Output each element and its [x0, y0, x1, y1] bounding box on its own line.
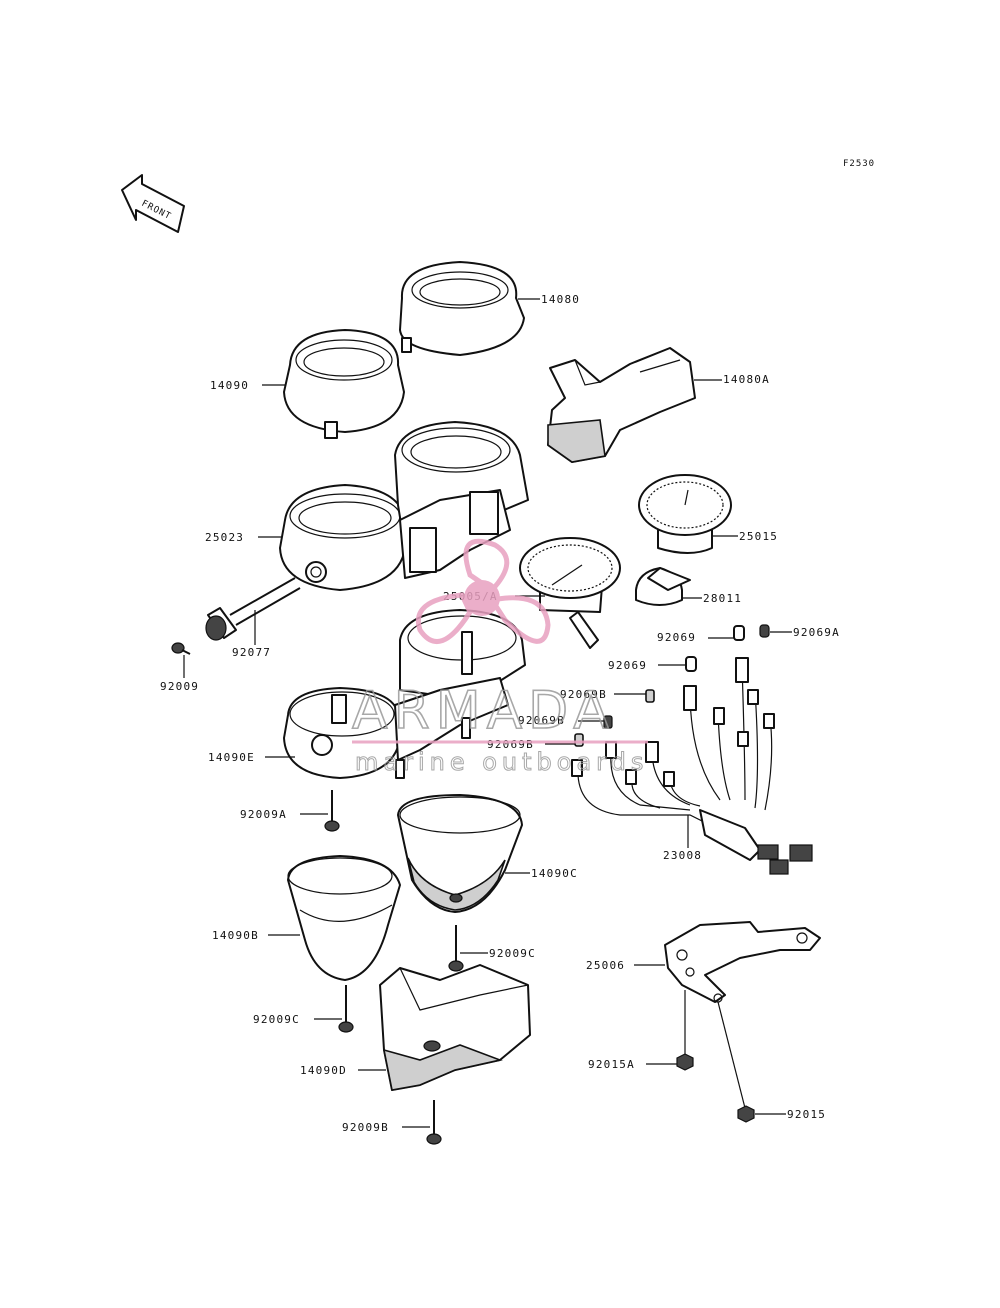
label-92069B-1: 92069B: [560, 688, 607, 701]
screw-92009B: [426, 1100, 442, 1145]
cover-ring-14090: [283, 329, 405, 439]
label-92069B-2: 92069B: [518, 714, 565, 727]
label-92009B: 92009B: [342, 1121, 389, 1134]
front-arrow-icon: FRONT: [121, 174, 185, 233]
nut-92015A: [676, 990, 694, 1071]
label-92069A: 92069A: [793, 626, 840, 639]
label-92009C-1: 92009C: [489, 947, 536, 960]
label-14080A: 14080A: [723, 373, 770, 386]
label-14090D: 14090D: [300, 1064, 347, 1077]
meter-case-25023: [279, 421, 529, 591]
knob-92077: [205, 577, 301, 641]
label-92009C-2: 92009C: [253, 1013, 300, 1026]
label-14090C: 14090C: [531, 867, 578, 880]
wire-harness-23008: [571, 657, 813, 875]
label-92015: 92015: [787, 1108, 826, 1121]
bulb-92069B-1: [645, 689, 655, 703]
screw-92009A: [324, 790, 340, 832]
label-25006: 25006: [586, 959, 625, 972]
nut-92015: [717, 1001, 755, 1123]
speedometer-25005A: [519, 537, 621, 649]
label-92009: 92009: [160, 680, 199, 693]
label-14090: 14090: [210, 379, 249, 392]
label-92069-1: 92069: [657, 631, 696, 644]
tachometer-25015: [638, 474, 732, 554]
lower-cover-14090B: [287, 855, 401, 981]
indicator-28011: [635, 567, 691, 606]
bracket-cover-14080A: [547, 347, 696, 463]
bulb-92069A: [759, 624, 770, 638]
screw-92009C-2: [338, 985, 354, 1033]
cover-ring-14080: [399, 261, 525, 356]
figure-code: F2530: [843, 159, 875, 169]
watermark-brand: ARMADA: [352, 681, 615, 741]
watermark-propeller-icon: [416, 538, 551, 644]
bulb-92069-1: [733, 625, 745, 641]
lower-housing: [283, 609, 526, 779]
label-25023: 25023: [205, 531, 244, 544]
bulb-92069-2: [685, 656, 697, 672]
screw-92009C-1: [448, 925, 464, 972]
label-28011: 28011: [703, 592, 742, 605]
lower-cover-14090C: [397, 794, 523, 913]
watermark-tagline: marine outboards: [355, 748, 648, 776]
bottom-cover-14090D: [379, 964, 531, 1091]
label-25015: 25015: [739, 530, 778, 543]
label-92009A: 92009A: [240, 808, 287, 821]
label-92015A: 92015A: [588, 1058, 635, 1071]
label-14090B: 14090B: [212, 929, 259, 942]
label-14080: 14080: [541, 293, 580, 306]
bracket-plate-25006: [664, 921, 821, 1003]
label-14090E: 14090E: [208, 751, 255, 764]
label-92069-2: 92069: [608, 659, 647, 672]
screw-92009: [171, 642, 191, 655]
label-92077: 92077: [232, 646, 271, 659]
watermark: ARMADA marine outboards: [351, 538, 648, 777]
label-23008: 23008: [663, 849, 702, 862]
bulb-92069B-2: [603, 715, 613, 729]
